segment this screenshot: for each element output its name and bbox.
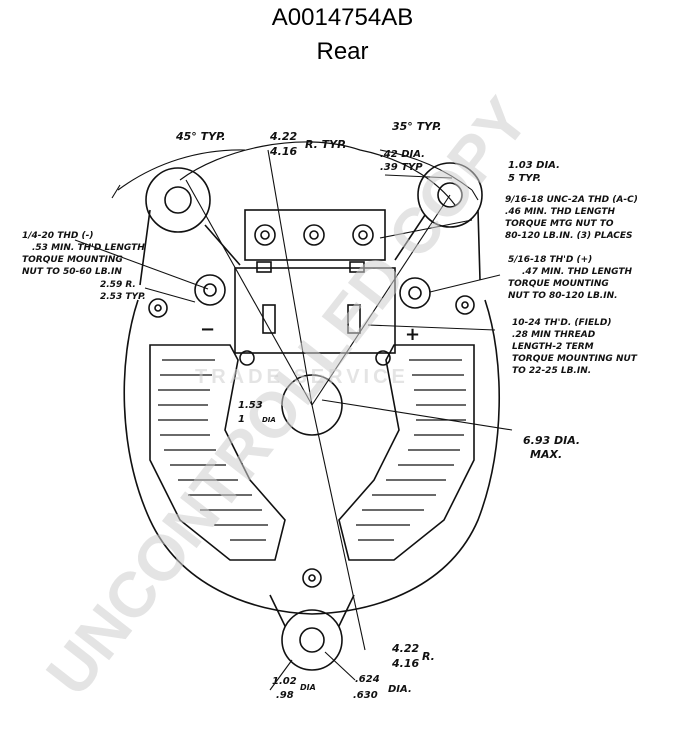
field-note-3: LENGTH-2 TERM: [512, 342, 594, 352]
r-small-b: 2.53 TYP.: [100, 292, 146, 302]
hole-dia-suffix: DIA.: [388, 684, 412, 695]
watermark-logo-text: TRADE SERVICE: [195, 366, 409, 388]
center-a: 1.53: [238, 400, 263, 411]
ac-note-3: TORQUE MTG NUT TO: [505, 219, 614, 229]
angle-right-label: 35° TYP.: [392, 120, 442, 133]
angle-left-label: 45° TYP.: [175, 130, 226, 143]
field-note-2: .28 MIN THREAD: [512, 330, 596, 340]
pos-note-2: .47 MIN. THD LENGTH: [522, 267, 633, 277]
ac-note-1: 9/16-18 UNC-2A THD (A-C): [505, 195, 638, 205]
radius-top-a: 4.22: [269, 130, 297, 143]
center-b: 1: [238, 414, 245, 425]
left-ear-boss: [145, 167, 211, 233]
pos-note-3: TORQUE MOUNTING: [508, 279, 609, 289]
neg-note-3: TORQUE MOUNTING: [22, 255, 123, 265]
body-dia-a: 6.93 DIA.: [523, 434, 580, 447]
housing-outline: [123, 299, 500, 615]
dia-b: .39 TYP: [380, 162, 423, 173]
positive-terminal: [399, 277, 431, 309]
radius-bottom-suffix: R.: [422, 650, 435, 663]
field-note-1: 10-24 TH'D. (FIELD): [512, 318, 611, 328]
radius-top-b: 4.16: [269, 145, 297, 158]
plus-sign-label: +: [405, 324, 420, 345]
dia-top-right-b: 5 TYP.: [508, 173, 541, 184]
left-vent-grille: [149, 344, 286, 561]
center-hub: [281, 374, 343, 436]
ac-note-4: 80-120 LB.IN. (3) PLACES: [505, 231, 633, 241]
r-small-a: 2.59 R.: [100, 280, 136, 290]
hole-dia-a: .624: [355, 674, 380, 685]
body-dia-b: MAX.: [530, 448, 562, 461]
hole-dia-b: .630: [353, 690, 378, 701]
radius-bottom-b: 4.16: [391, 657, 419, 670]
view-subtitle: Rear: [316, 38, 369, 65]
neg-note-4: NUT TO 50-60 LB.IN: [22, 267, 122, 277]
field-note-5: TO 22-25 LB.IN.: [512, 366, 591, 376]
center-dia: DIA: [262, 416, 276, 424]
boss-dia-b: .98: [276, 690, 294, 701]
right-ear-boss: [417, 162, 483, 228]
field-note-4: TORQUE MOUNTING NUT: [512, 354, 638, 364]
boss-dia-a: 1.02: [272, 676, 297, 687]
pos-note-4: NUT TO 80-120 LB.IN.: [508, 291, 618, 301]
ac-note-2: .46 MIN. THD LENGTH: [505, 207, 616, 217]
minus-sign-label: −: [200, 319, 215, 340]
terminal-block: [244, 209, 386, 261]
pos-note-1: 5/16-18 TH'D (+): [508, 255, 592, 265]
watermark-text: UNCONTROLLED COPY: [32, 84, 542, 708]
radius-top-suffix: R. TYP.: [305, 138, 347, 151]
boss-dia-suffix: DIA: [300, 683, 316, 692]
part-number-title: A0014754AB: [271, 4, 414, 31]
neg-note-1: 1/4-20 THD (-): [22, 231, 93, 241]
bottom-mount-boss: [281, 609, 343, 671]
neg-note-2: .53 MIN. TH'D LENGTH: [32, 243, 145, 253]
negative-terminal: [194, 274, 226, 306]
radius-bottom-a: 4.22: [391, 642, 419, 655]
right-vent-grille: [338, 344, 475, 561]
dia-a: .42 DIA.: [380, 149, 425, 160]
dia-top-right-a: 1.03 DIA.: [508, 160, 560, 171]
